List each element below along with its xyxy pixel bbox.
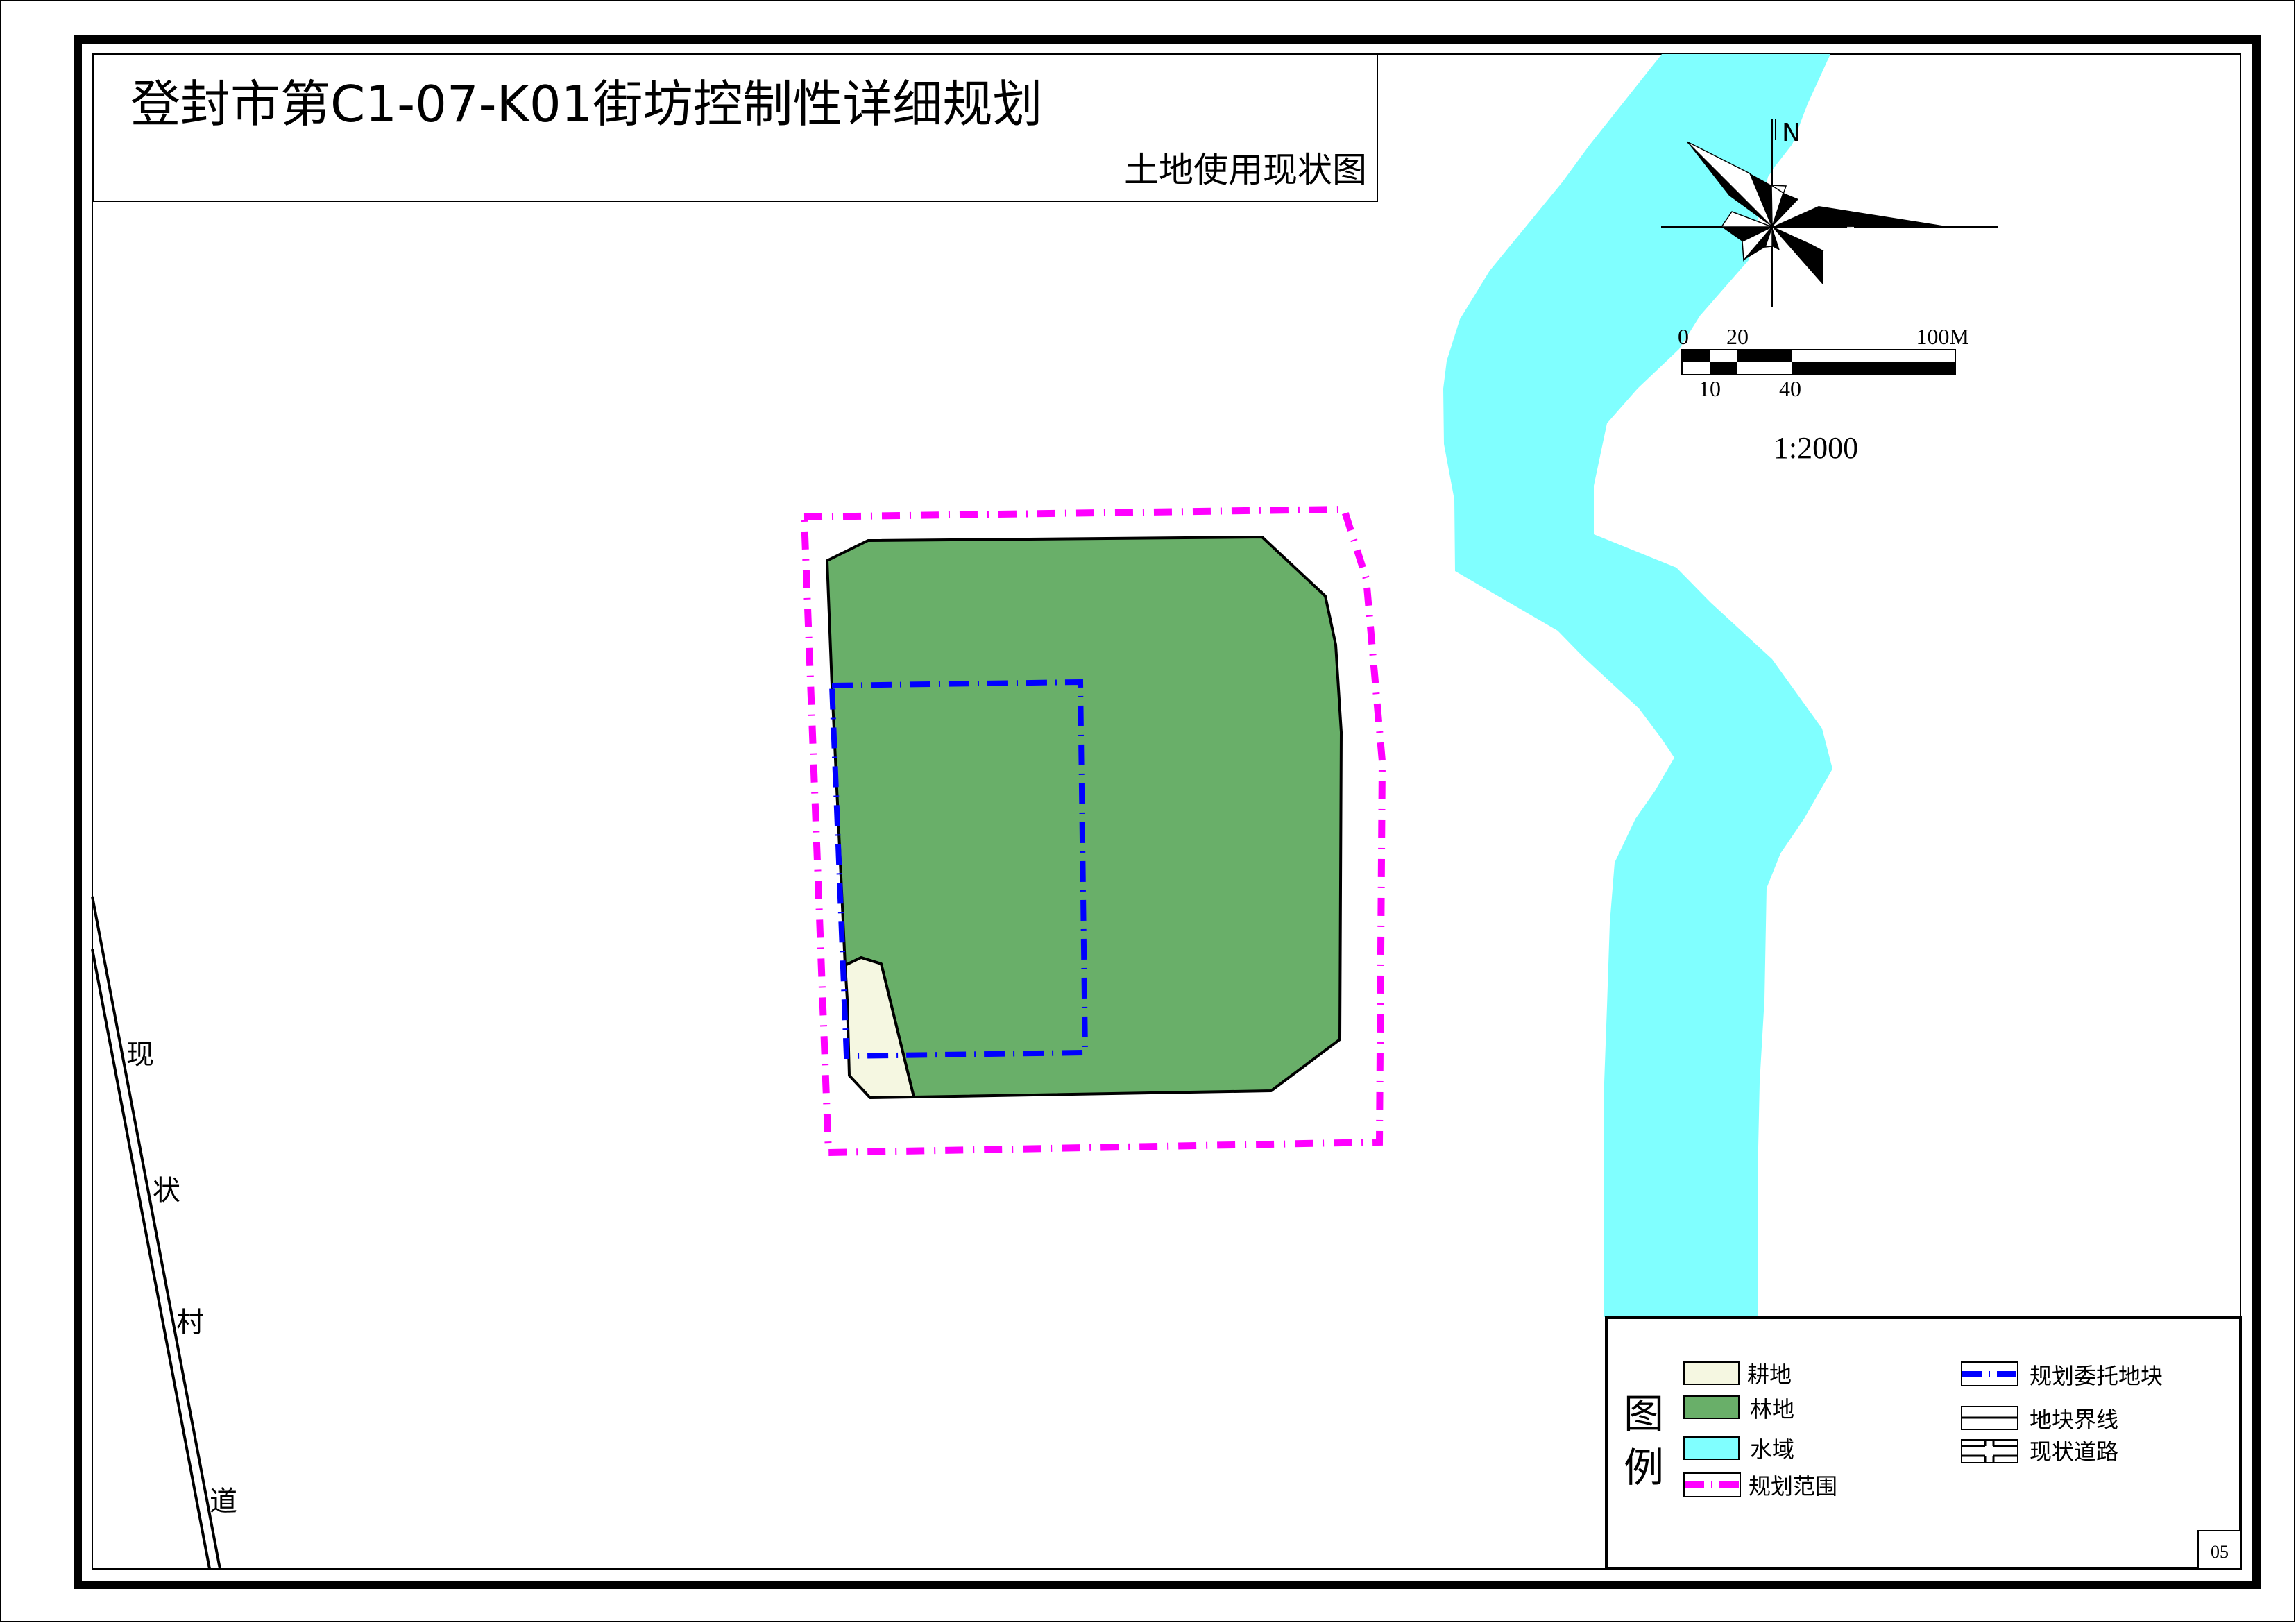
legend-label-planning-boundary: 规划范围: [1749, 1473, 1837, 1499]
legend-swatch-existing-road: [1961, 1439, 2018, 1463]
legend-label-water: 水域: [1750, 1436, 1794, 1463]
farmland-parcel[interactable]: [844, 956, 915, 1099]
forest-land-parcel[interactable]: [826, 536, 1343, 1098]
north-label: N: [1782, 119, 1801, 147]
thick-frame: [74, 35, 2261, 1589]
scale-label-20: 20: [1726, 324, 1749, 349]
scale-label-100m: 100M: [1916, 324, 1969, 349]
scale-ratio: 1:2000: [1774, 431, 1858, 465]
river-water-area: [1443, 54, 1832, 1317]
road-label-char-4: 道: [210, 1486, 237, 1518]
sheet-number: 05: [2211, 1542, 2229, 1562]
road-label-char-1: 现: [126, 1039, 154, 1071]
legend-label-forest: 林地: [1750, 1396, 1794, 1422]
legend-title-char-2: 例: [1624, 1444, 1664, 1491]
scale-label-40: 40: [1779, 376, 1801, 401]
scale-bar: 0 20 100M 10 40 1:2000: [1678, 324, 1969, 465]
wind-rose-north-arrow-icon: N: [1661, 119, 1998, 307]
legend-label-farmland: 耕地: [1747, 1361, 1792, 1388]
scale-label-10: 10: [1699, 376, 1721, 401]
legend-swatch-forest: [1683, 1395, 1740, 1419]
map-subtitle: 土地使用现状图: [1124, 150, 1367, 190]
title-box: [92, 53, 1378, 202]
legend-swatch-water: [1683, 1436, 1740, 1460]
legend-title-char-1: 图: [1624, 1391, 1664, 1438]
legend-swatch-farmland: [1683, 1361, 1740, 1385]
commissioned-parcel-boundary[interactable]: [828, 679, 1089, 1060]
sheet-number-box: [2197, 1530, 2241, 1570]
road-label-char-3: 村: [176, 1307, 204, 1339]
scale-label-0: 0: [1678, 324, 1689, 349]
legend: 图 例 耕地 林地 水域 规划范围 规划委托地块 地块界线 现状道路: [1605, 1316, 2242, 1570]
road-label-char-2: 状: [153, 1175, 180, 1207]
legend-label-commissioned-parcel: 规划委托地块: [2030, 1363, 2163, 1389]
map-title: 登封市第C1-07-K01街坊控制性详细规划: [130, 75, 1043, 133]
legend-label-existing-road: 现状道路: [2030, 1438, 2118, 1465]
existing-village-road: [91, 896, 221, 1570]
legend-label-parcel-boundary: 地块界线: [2030, 1407, 2118, 1433]
